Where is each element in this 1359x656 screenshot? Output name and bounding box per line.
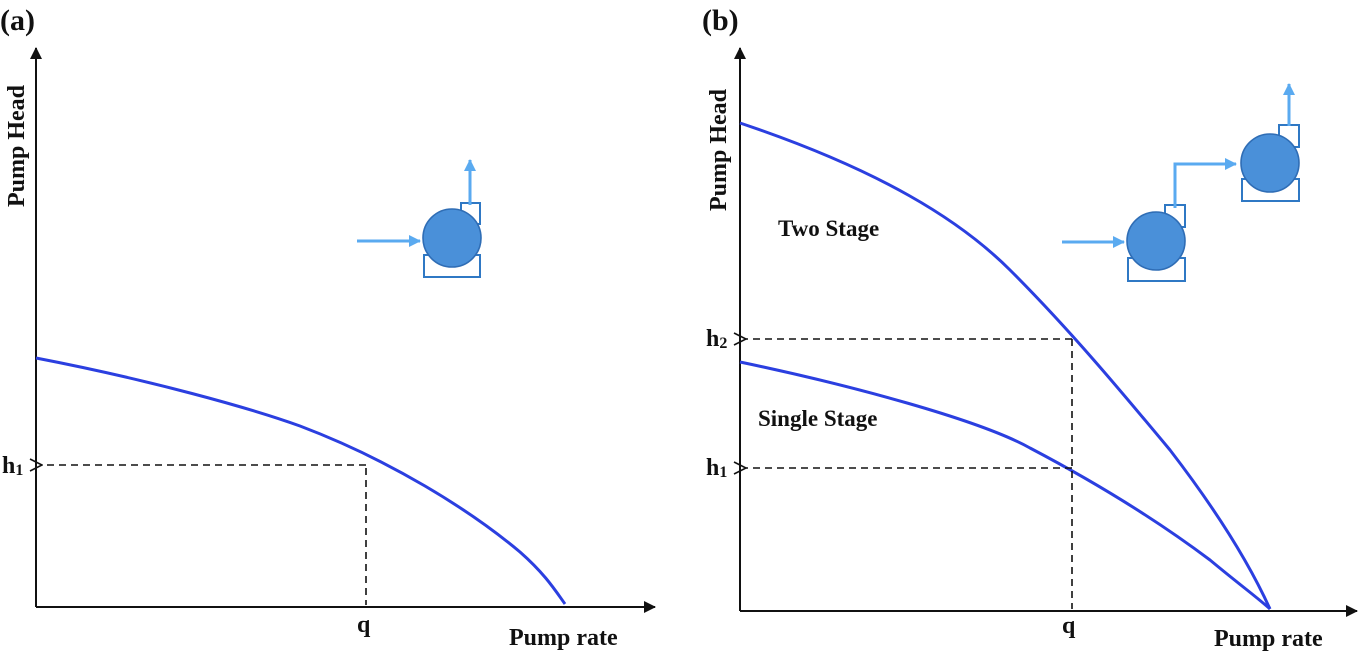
panel-b-single-stage-label: Single Stage — [758, 406, 877, 431]
panel-a-q-tick: q — [357, 612, 371, 638]
two-stage-pump-icon — [1062, 83, 1300, 282]
panel-b-y-axis-label: Pump Head — [706, 88, 732, 211]
panel-a-pump-curve — [35, 356, 567, 605]
panel-a: (a) Pump Head Pump rate q h1 — [0, 4, 656, 651]
panel-b-two-stage-curve — [739, 121, 1272, 610]
panel-b: (b) Pump Head Pump rate Two Stage Single… — [702, 4, 1358, 652]
panel-b-label: (b) — [702, 4, 739, 37]
single-pump-icon — [357, 159, 482, 278]
panel-a-label: (a) — [0, 4, 35, 37]
panel-b-h1-tick: h1 — [706, 455, 727, 481]
panel-b-q-tick: q — [1062, 613, 1076, 639]
panel-b-single-stage-curve — [739, 360, 1272, 611]
panel-b-two-stage-label: Two Stage — [778, 216, 879, 241]
panel-a-h1-tick: h1 — [2, 453, 23, 479]
panel-a-y-axis-label: Pump Head — [4, 84, 30, 207]
panel-b-h2-tick: h2 — [706, 326, 727, 352]
panel-a-x-axis-label: Pump rate — [509, 625, 618, 651]
panel-b-x-axis-label: Pump rate — [1214, 626, 1323, 652]
